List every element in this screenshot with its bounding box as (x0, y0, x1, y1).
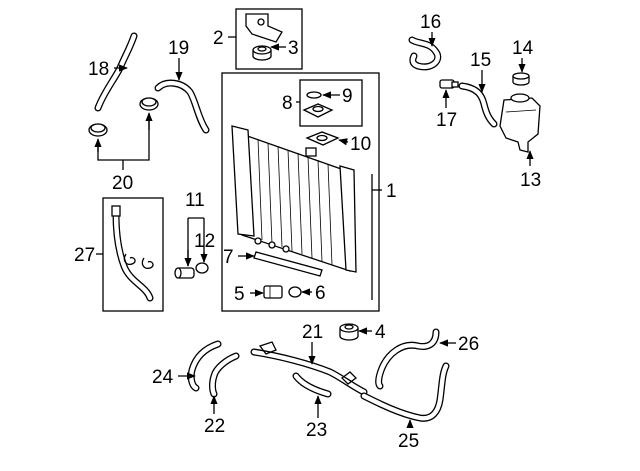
bracket-frame (235, 8, 303, 70)
bushing-part (252, 45, 272, 61)
o-ring-part (288, 286, 302, 298)
hose-clip-b (141, 257, 154, 270)
callout-25: 25 (398, 431, 419, 452)
callout-labels: 1 2 3 4 5 6 7 8 9 10 11 12 13 14 15 16 1… (74, 12, 541, 452)
leader-lines (94, 32, 534, 429)
callout-15: 15 (470, 50, 491, 71)
callout-1: 1 (386, 181, 397, 202)
bushing-4 (339, 323, 359, 341)
drain-plug-part (263, 285, 283, 299)
radiator-assembly (221, 72, 380, 312)
hose-22 (209, 352, 240, 398)
drain-valve-11 (174, 267, 195, 279)
o-ring-12 (195, 262, 209, 274)
clamp-left (88, 123, 108, 137)
hose-25 (360, 362, 450, 422)
callout-7: 7 (223, 247, 234, 268)
reservoir-hose-16 (408, 36, 442, 71)
callout-20: 20 (112, 173, 133, 194)
callout-8: 8 (282, 93, 293, 114)
callout-4: 4 (375, 322, 386, 343)
bracket-hole (257, 18, 265, 26)
reservoir-hose-15 (458, 82, 498, 128)
clamp-right (139, 97, 159, 111)
bracket-group (235, 8, 303, 70)
callout-6: 6 (315, 283, 326, 304)
callout-21: 21 (302, 322, 323, 343)
callout-19: 19 (168, 38, 189, 59)
seal-ring-part (306, 91, 322, 99)
callout-27: 27 (74, 245, 95, 266)
hose-26 (375, 328, 440, 390)
callout-3: 3 (288, 38, 299, 59)
callout-22: 22 (204, 416, 225, 437)
callout-10: 10 (350, 134, 371, 155)
callout-16: 16 (420, 12, 441, 33)
overflow-hose-group (102, 197, 164, 312)
callout-11: 11 (185, 190, 205, 211)
pipe-21 (250, 341, 368, 396)
upper-hose-19 (154, 79, 210, 134)
callout-2: 2 (213, 28, 224, 49)
callout-9: 9 (342, 86, 353, 107)
callout-13: 13 (520, 170, 541, 191)
callout-17: 17 (436, 110, 457, 131)
callout-14: 14 (512, 38, 534, 59)
callout-26: 26 (458, 334, 479, 355)
hose-24 (187, 340, 222, 392)
cap-sub-frame (299, 79, 363, 127)
callout-18: 18 (88, 59, 109, 80)
hose-clip-a (123, 253, 136, 266)
bracket-part (245, 13, 283, 43)
callout-24: 24 (152, 367, 174, 388)
radiator-core (231, 125, 357, 273)
cap-seat-part (305, 131, 340, 146)
callout-12: 12 (194, 231, 215, 252)
reservoir-cap-14 (512, 72, 530, 86)
callout-23: 23 (306, 420, 327, 441)
reservoir-tank-13 (499, 93, 541, 153)
hose-joint-17 (439, 79, 459, 89)
radiator-frame (221, 72, 380, 312)
hose-23 (292, 372, 332, 398)
callout-5: 5 (234, 284, 245, 305)
radiator-cap-part (302, 103, 334, 118)
